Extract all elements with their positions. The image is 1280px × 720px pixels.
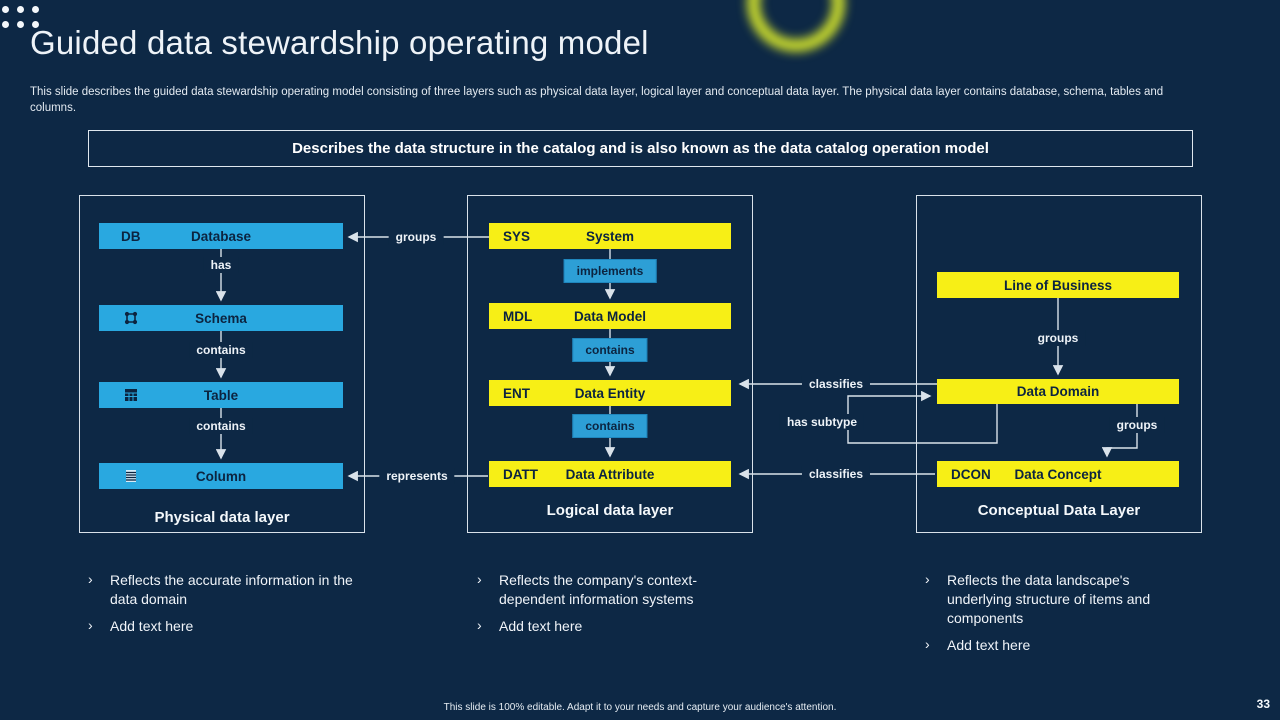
edge-contains-2: contains [189, 418, 253, 434]
page-title: Guided data stewardship operating model [30, 24, 649, 61]
data-concept-abbr: DCON [951, 466, 991, 482]
panel-conceptual-layer [916, 195, 1202, 533]
editable-note: This slide is 100% editable. Adapt it to… [443, 702, 837, 713]
database-abbr: DB [121, 228, 141, 244]
physical-layer-caption: Physical data layer [154, 509, 290, 526]
dot-grid-decoration [2, 0, 39, 28]
banner-box: Describes the data structure in the cata… [88, 130, 1193, 167]
logical-layer-caption: Logical data layer [546, 502, 674, 519]
edge-implements-badge: implements [563, 259, 657, 283]
edge-has: has [203, 257, 239, 273]
schema-icon [124, 311, 138, 325]
edge-groups-domain: groups [1109, 417, 1165, 433]
data-concept-box[interactable]: DCON Data Concept [937, 461, 1179, 487]
list-item[interactable]: › Add text here [88, 617, 358, 636]
data-attribute-box[interactable]: DATT Data Attribute [489, 461, 731, 487]
list-item: › Reflects the company's context-depende… [477, 571, 743, 609]
conceptual-bullet-list: › Reflects the data landscape's underlyi… [925, 571, 1167, 663]
banner-text: Describes the data structure in the cata… [292, 140, 989, 157]
relation-represents: represents [379, 468, 455, 484]
table-icon [125, 389, 137, 401]
physical-bullet-list: › Reflects the accurate information in t… [88, 571, 358, 644]
column-box[interactable]: Column [99, 463, 343, 489]
add-text-placeholder[interactable]: Add text here [110, 617, 194, 634]
dot [17, 6, 24, 13]
line-of-business-label: Line of Business [1003, 277, 1113, 293]
data-model-abbr: MDL [503, 308, 533, 324]
system-box[interactable]: SYS System [489, 223, 731, 249]
bullet-text: Reflects the data landscape's underlying… [947, 572, 1151, 626]
dot [2, 6, 9, 13]
data-concept-label: Data Concept [1014, 466, 1102, 482]
bullet-marker: › [477, 616, 482, 633]
schema-label: Schema [195, 310, 247, 326]
data-domain-box[interactable]: Data Domain [937, 379, 1179, 404]
slide-description: This slide describes the guided data ste… [30, 86, 1164, 114]
yellow-ring-decoration [747, 0, 845, 52]
dot [32, 6, 39, 13]
database-label: Database [190, 228, 252, 244]
database-box[interactable]: DB Database [99, 223, 343, 249]
table-box[interactable]: Table [99, 382, 343, 408]
dot [32, 21, 39, 28]
bullet-marker: › [88, 616, 93, 633]
data-attribute-label: Data Attribute [565, 466, 655, 482]
table-label: Table [203, 387, 239, 403]
bullet-text: Reflects the company's context-dependent… [499, 572, 697, 607]
bullet-marker: › [925, 635, 930, 652]
logical-bullet-list: › Reflects the company's context-depende… [477, 571, 743, 644]
panel-logical-layer [467, 195, 753, 533]
dot [17, 21, 24, 28]
line-of-business-box[interactable]: Line of Business [937, 272, 1179, 298]
column-icon [126, 470, 136, 482]
edge-contains-1: contains [189, 342, 253, 358]
data-model-box[interactable]: MDL Data Model [489, 303, 731, 329]
list-item: › Reflects the accurate information in t… [88, 571, 358, 609]
data-entity-abbr: ENT [503, 385, 530, 401]
edge-contains-badge-1: contains [572, 338, 648, 362]
bullet-marker: › [925, 571, 930, 587]
panel-physical-layer [79, 195, 365, 533]
relation-classifies-top: classifies [801, 376, 871, 392]
data-domain-label: Data Domain [1016, 384, 1100, 399]
data-model-label: Data Model [573, 308, 646, 324]
dot [2, 21, 9, 28]
relation-has-subtype: has subtype [779, 414, 865, 430]
bullet-marker: › [88, 571, 93, 587]
list-item[interactable]: › Add text here [477, 617, 743, 636]
add-text-placeholder[interactable]: Add text here [499, 617, 583, 634]
edge-groups-lob: groups [1030, 330, 1086, 346]
add-text-placeholder[interactable]: Add text here [947, 636, 1031, 653]
data-entity-label: Data Entity [574, 385, 646, 401]
data-entity-box[interactable]: ENT Data Entity [489, 380, 731, 406]
bullet-text: Reflects the accurate information in the… [110, 572, 353, 607]
bullet-marker: › [477, 571, 482, 587]
list-item: › Reflects the data landscape's underlyi… [925, 571, 1167, 628]
system-abbr: SYS [503, 228, 531, 244]
edge-contains-badge-2: contains [572, 414, 648, 438]
relation-classifies-bottom: classifies [801, 466, 871, 482]
column-label: Column [195, 468, 247, 484]
schema-box[interactable]: Schema [99, 305, 343, 331]
list-item[interactable]: › Add text here [925, 636, 1167, 655]
conceptual-layer-caption: Conceptual Data Layer [977, 502, 1141, 519]
page-number: 33 [1256, 697, 1270, 711]
relation-groups: groups [388, 229, 444, 245]
data-attribute-abbr: DATT [503, 466, 538, 482]
system-label: System [585, 228, 635, 244]
